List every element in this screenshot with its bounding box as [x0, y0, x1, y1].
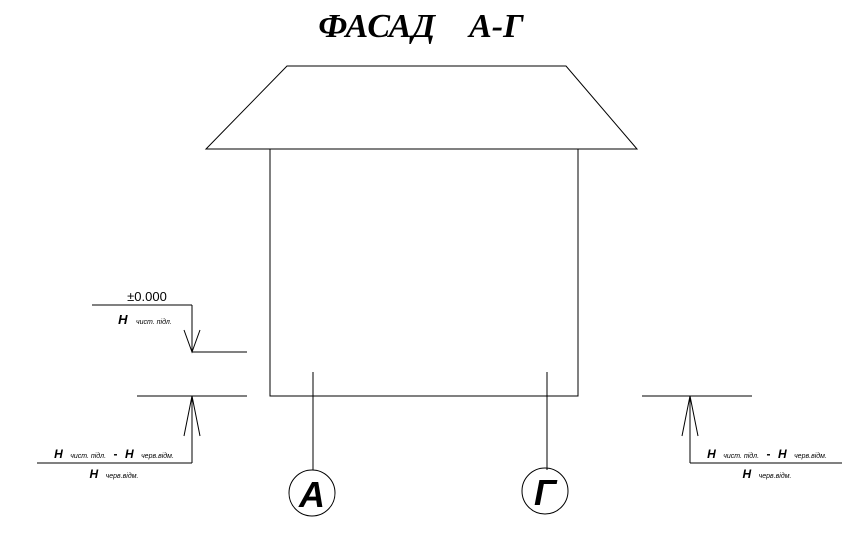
ground-level-arrow-left-icon	[183, 395, 201, 437]
wall-outline	[269, 148, 579, 397]
axis-bubble-a	[288, 469, 336, 517]
drawing-title: ФАСАД А-Г	[318, 8, 524, 45]
ground-level-mark-right: Н чист. підл. - Н черв.відм. Н черв.відм…	[642, 395, 842, 482]
ground-level-arrow-right-icon	[681, 395, 699, 437]
ground-left-numerator: Н чист. підл. - Н черв.відм.	[54, 445, 174, 462]
axis-marker-g: Г	[521, 467, 569, 515]
ground-right-denominator: Н черв.відм.	[743, 465, 792, 482]
axis-label-g: Г	[534, 472, 558, 513]
ground-right-numerator: Н чист. підл. - Н черв.відм.	[707, 445, 827, 462]
ground-left-denominator: Н черв.відм.	[90, 465, 139, 482]
axis-bubble-g	[521, 467, 569, 515]
floor-level-sub: чист. підл.	[136, 318, 172, 326]
ground-level-mark-left: Н чист. підл. - Н черв.відм. Н черв.відм…	[37, 395, 247, 482]
roof-outline	[204, 65, 639, 150]
floor-level-mark: ±0.000 Н чист. підл.	[92, 289, 247, 354]
zero-elevation-value: ±0.000	[127, 289, 167, 304]
floor-level-h: Н	[118, 312, 128, 327]
axis-label-a: А	[298, 474, 325, 515]
floor-level-label: Н чист. підл.	[118, 311, 172, 328]
axis-marker-a: А	[288, 469, 336, 517]
